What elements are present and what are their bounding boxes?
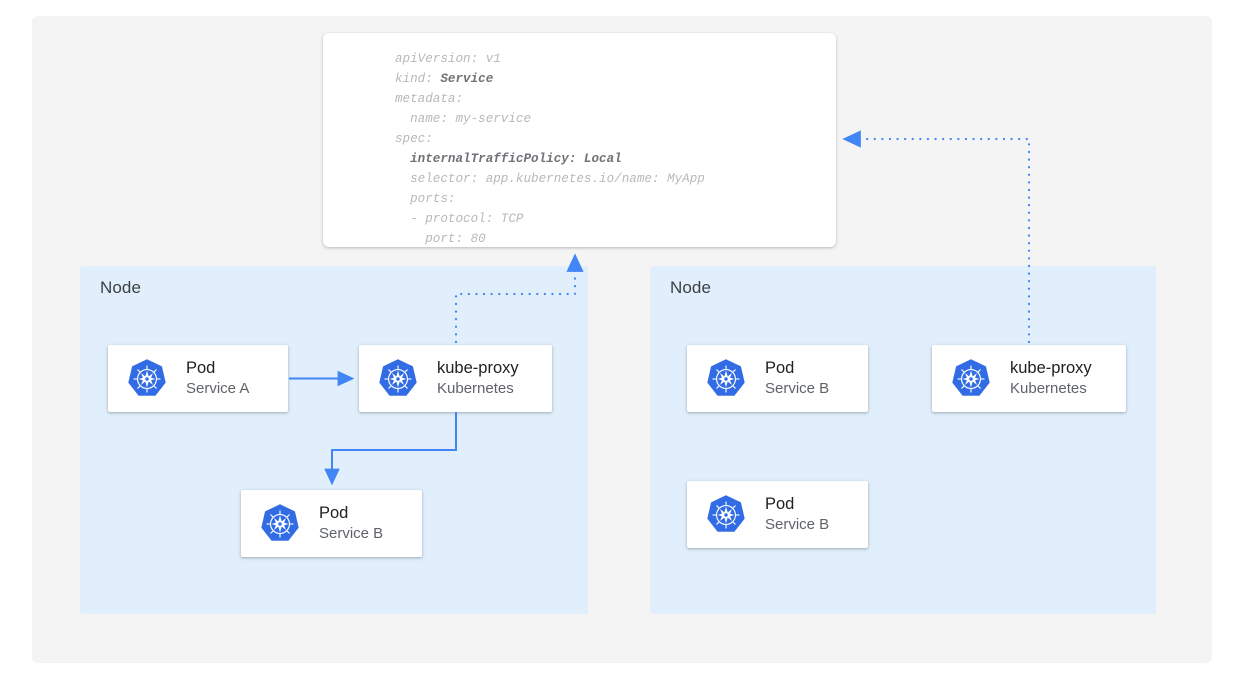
card-title: Pod — [319, 504, 349, 523]
card-pod-service-b-right-bottom[interactable]: Pod Service B — [687, 481, 868, 548]
card-title: Pod — [186, 359, 216, 378]
node-panel-left: Node — [80, 266, 588, 614]
card-subtitle: Service B — [765, 380, 830, 398]
service-manifest-code: apiVersion: v1 kind: Service metadata: n… — [395, 52, 705, 247]
card-title: Pod — [765, 495, 795, 514]
node-panel-right: Node — [650, 266, 1156, 614]
node-label-right: Node — [670, 278, 712, 297]
service-manifest-card: apiVersion: v1 kind: Service metadata: n… — [323, 33, 836, 247]
card-subtitle: Service B — [319, 525, 384, 543]
card-title: kube-proxy — [1010, 359, 1092, 378]
card-kube-proxy-left[interactable]: kube-proxy Kubernetes — [359, 345, 552, 412]
card-kube-proxy-right[interactable]: kube-proxy Kubernetes — [932, 345, 1126, 412]
card-title: Pod — [765, 359, 795, 378]
kubernetes-logo-icon — [950, 358, 992, 400]
card-subtitle: Kubernetes — [1010, 380, 1087, 398]
card-subtitle: Kubernetes — [437, 380, 514, 398]
kubernetes-logo-icon — [705, 358, 747, 400]
kubernetes-logo-icon — [377, 358, 419, 400]
card-pod-service-b-right-top[interactable]: Pod Service B — [687, 345, 868, 412]
node-label-left: Node — [100, 278, 142, 297]
card-title: kube-proxy — [437, 359, 519, 378]
card-text: kube-proxy Kubernetes — [1010, 358, 1092, 398]
card-pod-service-b-left[interactable]: Pod Service B — [241, 490, 422, 557]
card-subtitle: Service A — [186, 380, 250, 398]
card-text: Pod Service B — [319, 503, 383, 543]
card-text: Pod Service B — [765, 494, 829, 534]
card-subtitle: Service B — [765, 516, 830, 534]
card-pod-service-a[interactable]: Pod Service A — [108, 345, 288, 412]
card-text: Pod Service B — [765, 358, 829, 398]
kubernetes-logo-icon — [705, 494, 747, 536]
card-text: Pod Service A — [186, 358, 249, 398]
kubernetes-logo-icon — [126, 358, 168, 400]
kubernetes-logo-icon — [259, 503, 301, 545]
card-text: kube-proxy Kubernetes — [437, 358, 519, 398]
